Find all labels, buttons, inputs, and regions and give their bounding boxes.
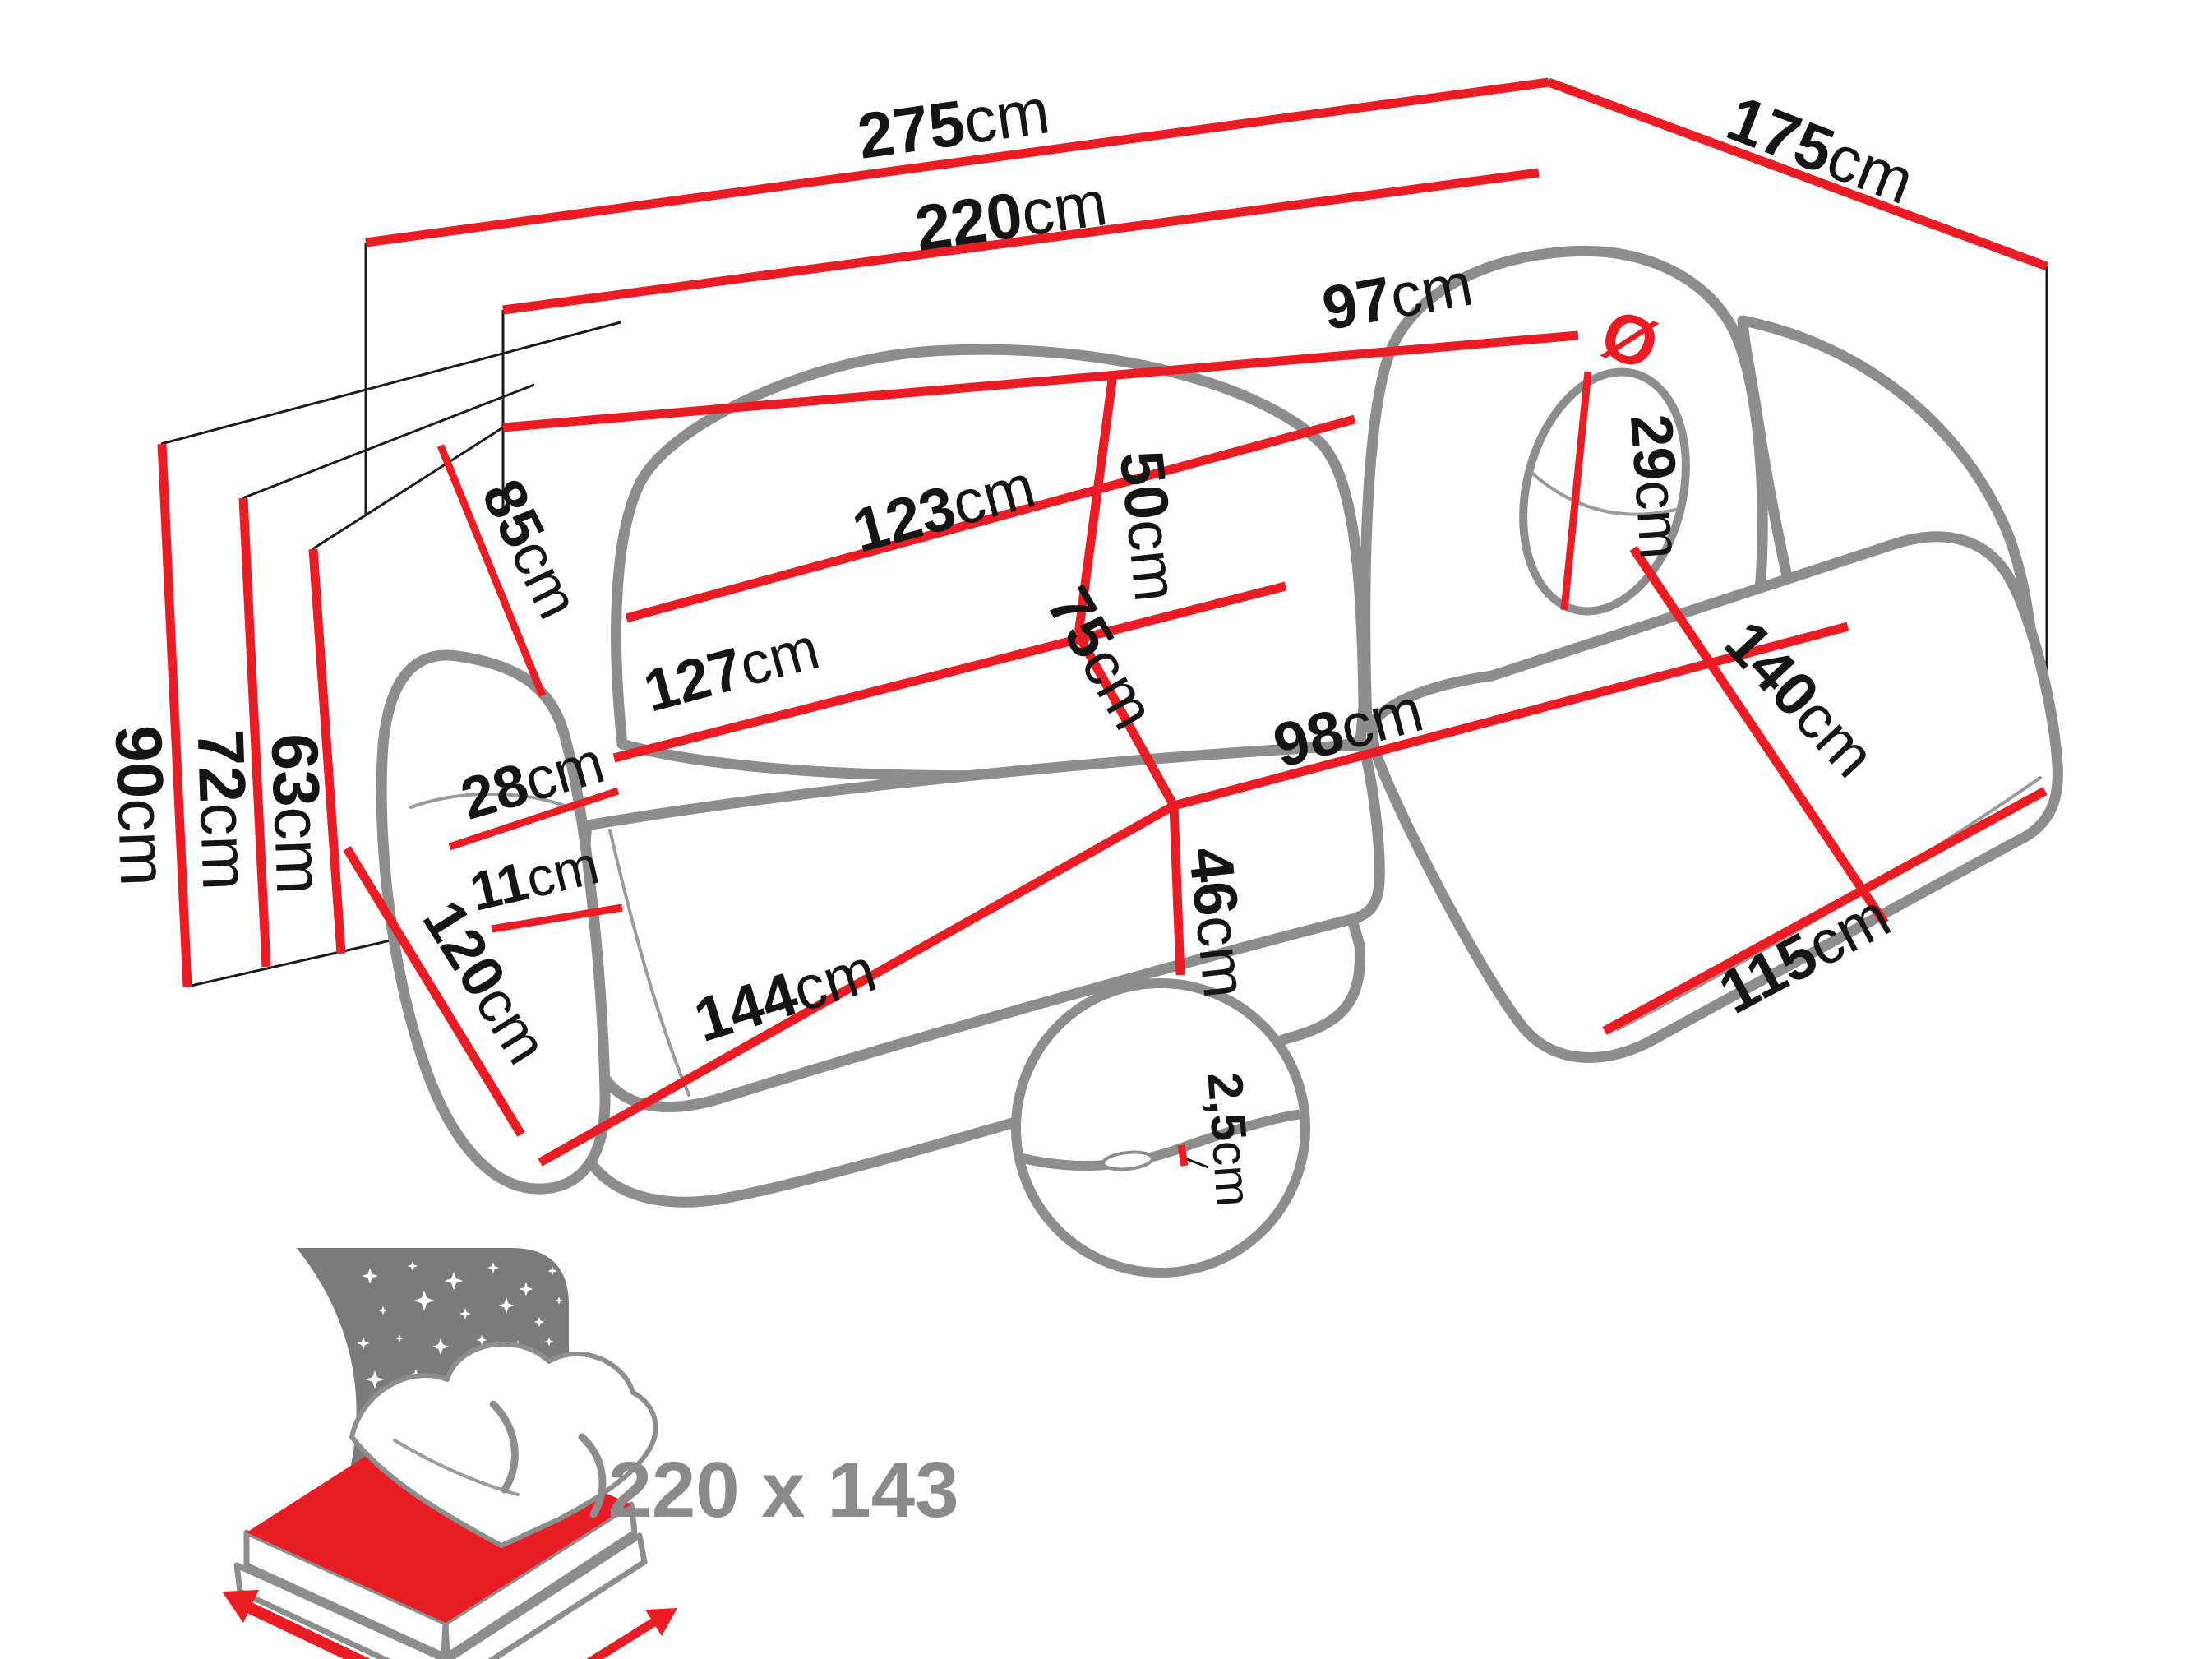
mattress-front-right-face	[442, 1501, 638, 1659]
dim-line-63	[308, 548, 346, 954]
height-72-connector-line	[242, 383, 535, 500]
detail-2-5-tick	[1177, 1144, 1189, 1167]
headrest-pillow-outline	[1519, 367, 1690, 616]
duvet-pillows	[349, 1342, 658, 1548]
armrest-seat-crevice-line	[608, 829, 690, 1097]
detail-welt-lip	[1101, 1150, 1154, 1171]
unfold-arrows	[222, 1590, 677, 1659]
sleeping-area-icon	[222, 1243, 677, 1659]
dim-line-97-top	[502, 330, 1579, 432]
headrest-pillow-seam	[1531, 472, 1679, 516]
dim-line-29-diameter	[1560, 371, 1592, 611]
dim-line-120	[343, 846, 525, 1137]
mattress-front-left-face	[243, 1529, 449, 1659]
pillow-fold-arc-right	[578, 1433, 607, 1518]
dim-85-label: 85cm	[469, 469, 591, 628]
dim-63-label: 63cm	[258, 732, 337, 896]
dim-275-label: 275cm	[853, 74, 1054, 173]
dim-50-label: 50cm	[1107, 447, 1192, 604]
dim-line-140	[1629, 545, 1889, 927]
left-armrest-seam	[409, 792, 577, 811]
sleeping-area-size-label: 220 x 143	[607, 1446, 958, 1534]
unfold-arrow-left-line	[243, 1601, 371, 1659]
unfold-arrow-left-head	[222, 1590, 259, 1623]
dim-90-label: 90cm	[102, 724, 181, 888]
dim-72-label: 72cm	[184, 728, 263, 892]
height-63-connector-line	[312, 426, 504, 551]
dim-line-46	[1169, 805, 1185, 976]
height-90-connector-line	[160, 321, 621, 446]
detail-pointer-line	[1186, 1158, 1209, 1169]
dim-2-5-label: 2,5cm	[1198, 1070, 1262, 1208]
dim-line-72	[238, 497, 271, 968]
dim-line-28	[448, 787, 620, 851]
dim-line-115	[1602, 787, 2048, 1035]
unfold-arrow-right-line	[586, 1610, 668, 1659]
left-armrest-outline	[376, 649, 611, 1195]
dim-line-220	[502, 168, 1540, 315]
dim-175-label: 175cm	[1718, 81, 1923, 218]
dim-29-label: 29cm	[1618, 412, 1693, 561]
seam-detail-callout	[1011, 978, 1310, 1278]
dim-line-275	[365, 77, 1549, 247]
dim-220-label: 220cm	[911, 166, 1111, 265]
dim-line-75	[1074, 632, 1178, 808]
chaise-outline	[1366, 531, 2063, 1063]
dim-line-175	[1547, 77, 2048, 271]
dimension-lines	[157, 77, 2048, 1167]
dim-line-50	[1074, 373, 1118, 635]
headrest-pillow	[1519, 367, 1690, 616]
dim-line-85	[436, 444, 547, 697]
sofa-drawing	[376, 245, 2063, 1208]
unfold-arrow-right-head	[645, 1608, 677, 1636]
pillow-fold-arc-left	[489, 1400, 519, 1494]
detail-circle	[1011, 978, 1310, 1278]
dim-line-11	[491, 903, 623, 933]
dim-line-127	[612, 581, 1287, 763]
left-backrest-outline	[611, 344, 1369, 782]
dim-97-label: 97cm	[1317, 249, 1477, 344]
dim-46-label: 46cm	[1176, 843, 1261, 1000]
dim-line-98	[1172, 622, 1849, 811]
dim-line-123	[625, 414, 1356, 623]
dim-line-144	[538, 802, 1176, 1167]
dim-line-90	[157, 443, 192, 987]
